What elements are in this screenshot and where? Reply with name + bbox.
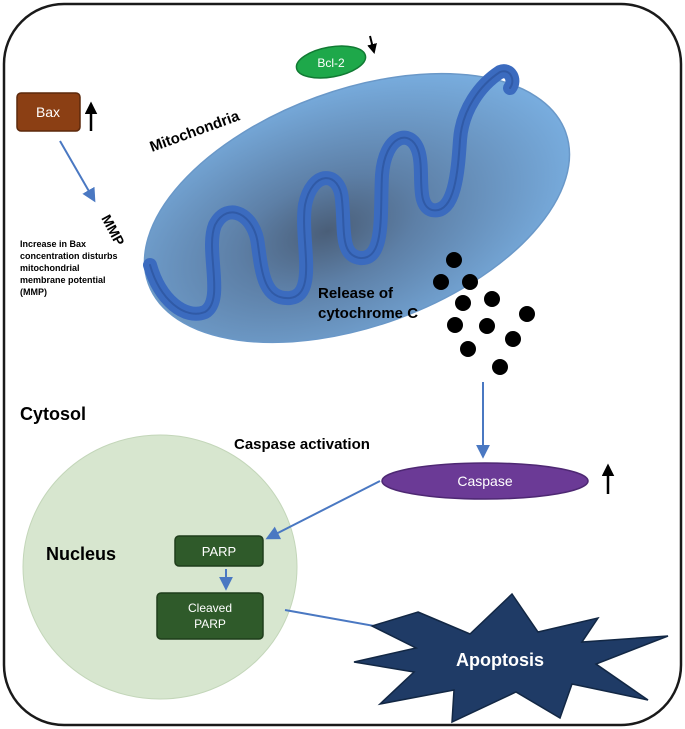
caspase-label: Caspase (457, 473, 512, 489)
bax-to-mmp-arrow (59, 140, 96, 203)
cytochrome-dot (446, 252, 462, 268)
cytochrome-dot (519, 306, 535, 322)
bax-note-line: mitochondrial (20, 263, 80, 273)
nucleus-label: Nucleus (46, 544, 116, 564)
bcl2-oval (295, 45, 367, 79)
nucleus (22, 434, 298, 700)
cytochrome-dot (455, 295, 471, 311)
cytosol-label: Cytosol (20, 404, 86, 424)
bax-note-line: Increase in Bax (20, 239, 86, 249)
cytochrome-dot (484, 291, 500, 307)
cytochrome-dot (505, 331, 521, 347)
bcl2-down-arrow-icon (367, 35, 377, 54)
caspase-to-parp-arrow (265, 480, 381, 540)
caspase-activation-label: Caspase activation (234, 436, 370, 453)
parp-box (174, 535, 264, 567)
bax-note-line: (MMP) (20, 287, 47, 297)
cytochrome-dot (479, 318, 495, 334)
apoptosis-burst (353, 592, 669, 724)
release-label-line: Release of (318, 285, 394, 302)
caspase-oval (381, 462, 589, 500)
cytochrome-dot (462, 274, 478, 290)
release-label: Release of cytochrome C (318, 285, 418, 322)
cleaved-parp-box (156, 592, 264, 640)
mitochondrion (143, 64, 571, 344)
apoptosis-label: Apoptosis (456, 650, 544, 670)
parp-label: PARP (202, 544, 236, 559)
bax-box (16, 92, 81, 132)
release-label-line: cytochrome C (318, 305, 418, 322)
bax-note-line: membrane potential (20, 275, 106, 285)
bax-label: Bax (36, 104, 60, 120)
bcl2-label: Bcl-2 (317, 56, 345, 70)
cytochrome-c-dots (433, 252, 535, 375)
cleaved-parp-label-line: Cleaved (188, 601, 232, 615)
cytochrome-dot (460, 341, 476, 357)
cleaved-parp-label-line: PARP (194, 617, 226, 631)
bax-note: Increase in Bax concentration disturbs m… (20, 239, 118, 297)
cytochrome-dot (447, 317, 463, 333)
cytochrome-dot (433, 274, 449, 290)
bax-note-line: concentration disturbs (20, 251, 118, 261)
cytochrome-dot (492, 359, 508, 375)
